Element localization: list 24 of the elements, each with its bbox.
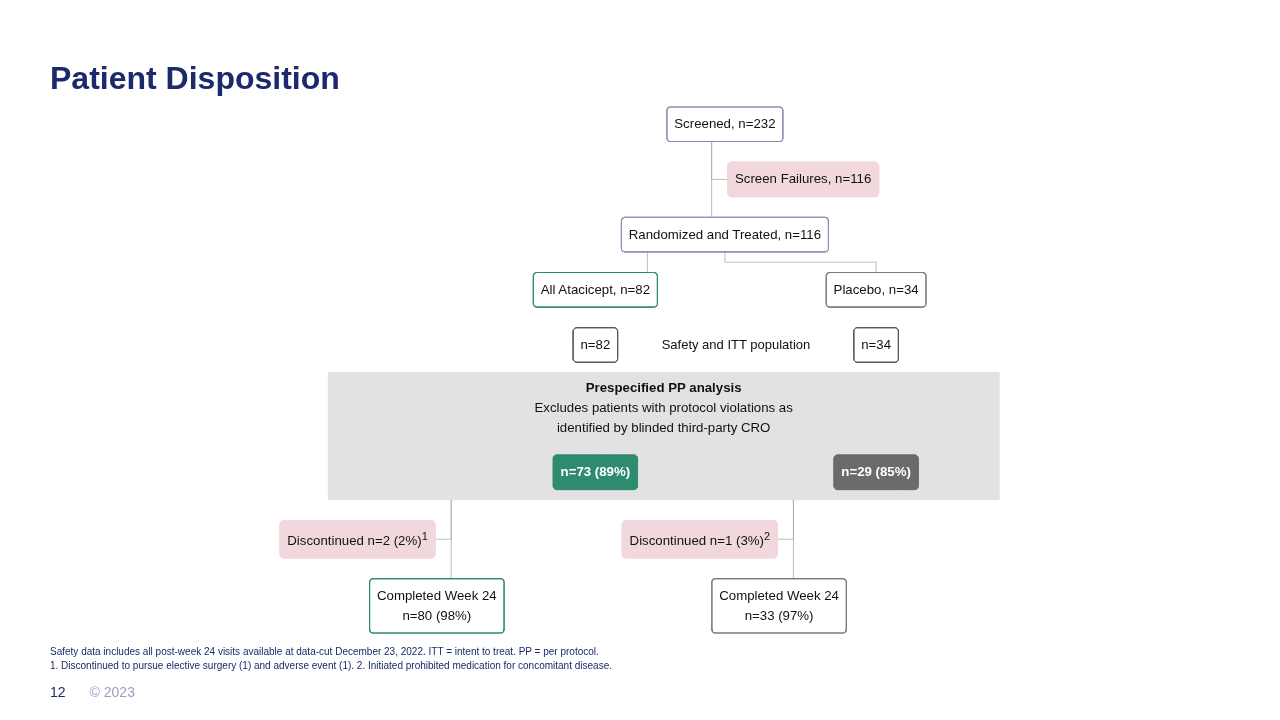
process-box: Randomized and Treated, n=116 <box>621 216 830 253</box>
count-box: n=73 (89%) <box>553 454 639 490</box>
connector-line <box>711 141 713 218</box>
count-box: n=34 <box>853 327 900 363</box>
footnote-text: 1. Discontinued to pursue elective surgery (1) and adverse event (1). 2. Initiated prohibited medication for concomitant disease. <box>50 659 613 673</box>
process-box: Screened, n=232 <box>666 106 784 143</box>
connector-line <box>451 499 452 579</box>
connector-line <box>793 499 795 579</box>
slide-title: Patient Disposition <box>50 60 340 97</box>
count-box: n=82 <box>573 327 619 363</box>
discontinued-box: Discontinued n=2 (2%)$^{1}$ <box>280 520 436 559</box>
exclusion-box: Screen Failures, n=116 <box>727 161 880 198</box>
count-box: n=29 (85%) <box>834 454 920 490</box>
connector-line <box>724 251 877 273</box>
discontinued-box: Discontinued n=1 (3%)$^{2}$ <box>622 520 779 559</box>
outcome-box: Completed Week 24 n=80 (98%) <box>369 578 506 634</box>
population-label: Safety and ITT population <box>661 337 811 353</box>
arm-box: Placebo, n=34 <box>826 271 927 308</box>
arm-box: All Atacicept, n=82 <box>533 271 659 308</box>
copyright-text: © 2023 <box>89 684 135 700</box>
connector-line <box>647 251 649 273</box>
page-number: 12 <box>50 684 66 700</box>
outcome-box: Completed Week 24 n=33 (97%) <box>711 578 848 634</box>
footnote-text: Safety data includes all post-week 24 visits available at data-cut December 23, 2022. ITT = intent to treat. PP = per protocol. <box>50 645 600 659</box>
